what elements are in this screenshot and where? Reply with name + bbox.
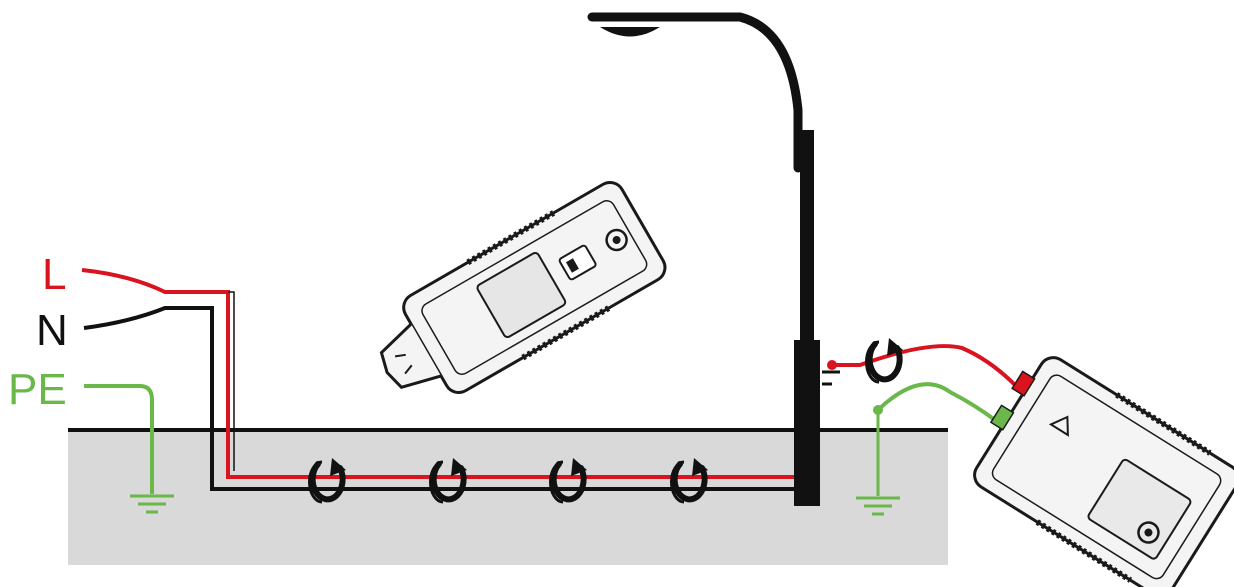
pe-conductor [84,384,154,494]
neutral-conductor [83,306,800,491]
line-conductor-outline [228,291,235,471]
label-neutral: N [36,306,68,355]
street-lamp-icon [587,12,840,506]
label-protective-earth: PE [8,365,67,414]
line-conductor [81,268,800,479]
red-test-lead [832,344,1017,387]
red-connection-dot [827,360,837,370]
label-line: L [42,250,66,299]
signal-generator-device-icon [379,180,667,395]
clamp-ring-arrow-icon [867,338,904,382]
clamp-receiver-device-icon [973,356,1234,587]
green-test-lead [876,382,997,422]
